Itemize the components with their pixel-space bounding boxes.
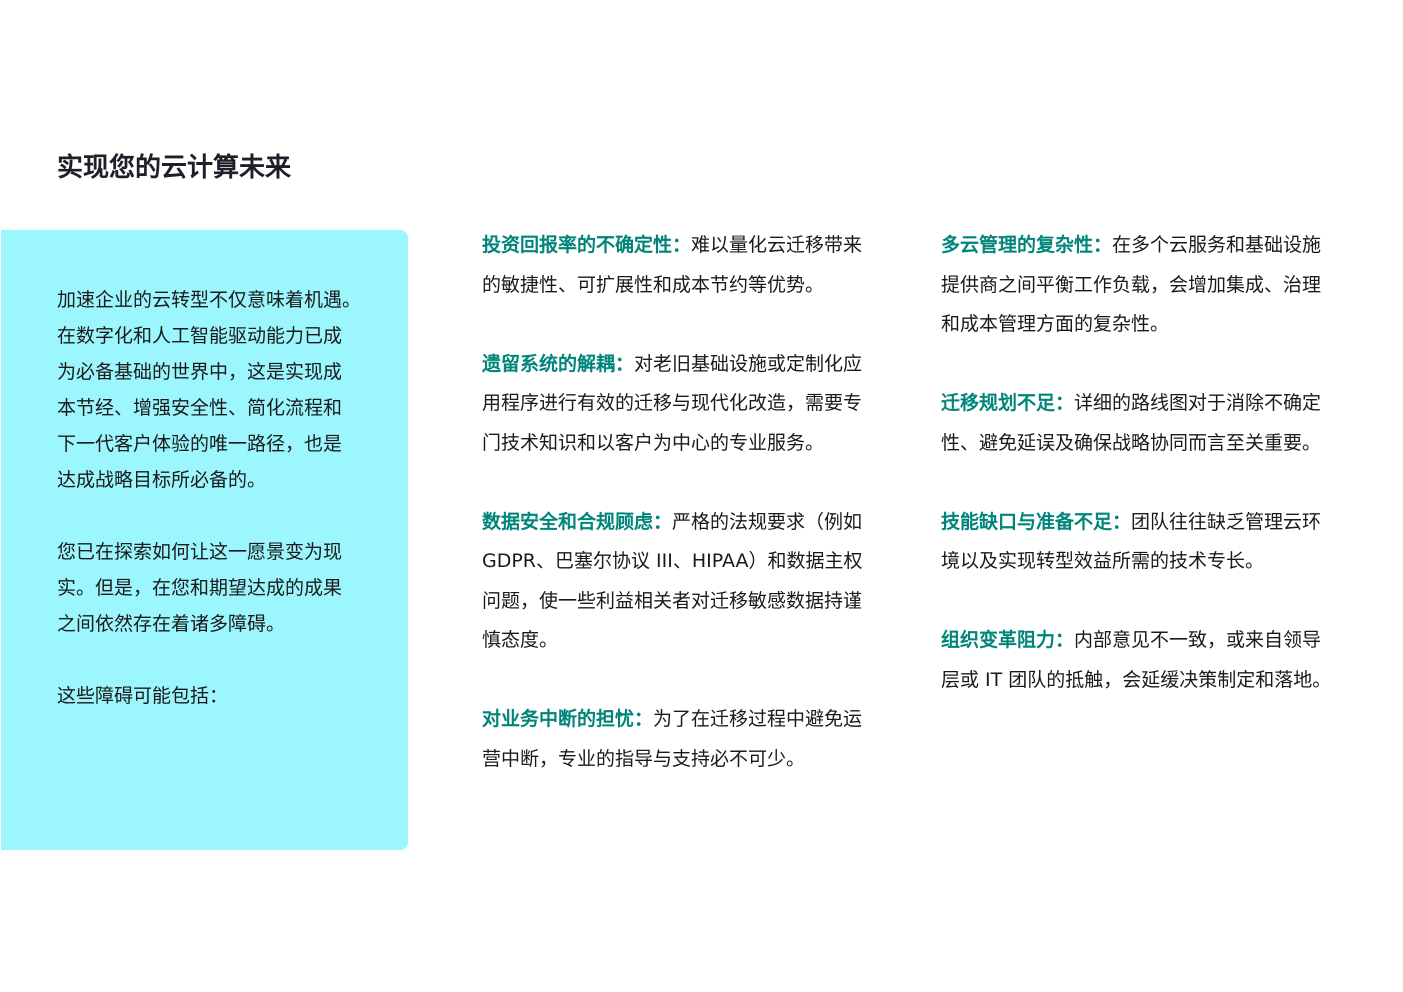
challenge-heading: 迁移规划不足： <box>941 392 1075 414</box>
challenge-line: 境以及实现转型效益所需的技术专长。 <box>941 542 1351 582</box>
challenge-item: 投资回报率的不确定性：难以量化云迁移带来的敏捷性、可扩展性和成本节约等优势。 <box>482 226 892 305</box>
challenge-heading: 遗留系统的解耦： <box>482 352 635 375</box>
challenge-text: 详细的路线图对于消除不确定 <box>1074 392 1322 414</box>
challenge-text: 提供商之间平衡工作负载，会增加集成、治理 <box>941 273 1322 296</box>
challenge-text: GDPR、巴塞尔协议 III、HIPAA）和数据主权 <box>482 550 863 572</box>
challenge-heading: 对业务中断的担忧： <box>482 708 654 730</box>
challenges-column-2: 多云管理的复杂性：在多个云服务和基础设施提供商之间平衡工作负载，会增加集成、治理… <box>941 226 1351 740</box>
challenge-line: 营中断，专业的指导与支持必不可少。 <box>482 740 892 780</box>
challenge-heading: 数据安全和合规顾虑： <box>482 510 673 533</box>
challenge-line: 和成本管理方面的复杂性。 <box>941 305 1351 345</box>
intro-paragraph-1: 加速企业的云转型不仅意味着机遇。在数字化和人工智能驱动能力已成为必备基础的世界中… <box>57 282 361 498</box>
intro-line: 本节经、增强安全性、简化流程和 <box>57 397 343 419</box>
challenge-line: 慎态度。 <box>482 621 892 661</box>
challenge-line: 投资回报率的不确定性：难以量化云迁移带来 <box>482 226 892 266</box>
intro-line: 为必备基础的世界中，这是实现成 <box>57 361 343 383</box>
intro-paragraph-2: 您已在探索如何让这一愿景变为现实。但是，在您和期望达成的成果之间依然存在着诸多障… <box>57 534 342 642</box>
challenge-line: 性、避免延误及确保战略协同而言至关重要。 <box>941 424 1351 464</box>
challenge-line: 层或 IT 团队的抵触，会延缓决策制定和落地。 <box>941 661 1351 701</box>
challenge-item: 迁移规划不足：详细的路线图对于消除不确定性、避免延误及确保战略协同而言至关重要。 <box>941 384 1351 463</box>
challenge-text: 的敏捷性、可扩展性和成本节约等优势。 <box>482 273 825 296</box>
challenge-line: 门技术知识和以客户为中心的专业服务。 <box>482 424 892 464</box>
challenge-item: 技能缺口与准备不足：团队往往缺乏管理云环境以及实现转型效益所需的技术专长。 <box>941 503 1351 582</box>
intro-line: 下一代客户体验的唯一路径，也是 <box>57 433 343 455</box>
challenge-line: 的敏捷性、可扩展性和成本节约等优势。 <box>482 266 892 306</box>
challenge-item: 对业务中断的担忧：为了在迁移过程中避免运营中断，专业的指导与支持必不可少。 <box>482 700 892 779</box>
challenge-text: 性、避免延误及确保战略协同而言至关重要。 <box>941 431 1322 454</box>
intro-line: 在数字化和人工智能驱动能力已成 <box>57 325 343 347</box>
challenge-line: 多云管理的复杂性：在多个云服务和基础设施 <box>941 226 1351 266</box>
challenge-heading: 多云管理的复杂性： <box>941 234 1113 256</box>
challenge-line: GDPR、巴塞尔协议 III、HIPAA）和数据主权 <box>482 542 892 582</box>
challenge-text: 慎态度。 <box>482 629 559 651</box>
challenge-line: 问题，使一些利益相关者对迁移敏感数据持谨 <box>482 582 892 622</box>
challenge-text: 内部意见不一致，或来自领导 <box>1074 629 1322 651</box>
challenge-text: 对老旧基础设施或定制化应 <box>634 352 863 375</box>
challenge-text: 门技术知识和以客户为中心的专业服务。 <box>482 431 825 454</box>
challenge-line: 遗留系统的解耦：对老旧基础设施或定制化应 <box>482 345 892 385</box>
intro-line: 您已在探索如何让这一愿景变为现 <box>57 541 343 563</box>
challenge-heading: 组织变革阻力： <box>941 629 1075 651</box>
challenge-text: 在多个云服务和基础设施 <box>1112 234 1322 256</box>
page-title: 实现您的云计算未来 <box>57 153 292 183</box>
intro-paragraph-3: 这些障碍可能包括： <box>57 678 228 714</box>
challenge-item: 组织变革阻力：内部意见不一致，或来自领导层或 IT 团队的抵触，会延缓决策制定和… <box>941 621 1351 700</box>
challenge-text: 层或 IT 团队的抵触，会延缓决策制定和落地。 <box>941 668 1332 691</box>
challenge-line: 提供商之间平衡工作负载，会增加集成、治理 <box>941 266 1351 306</box>
challenge-line: 数据安全和合规顾虑：严格的法规要求（例如 <box>482 503 892 543</box>
challenge-text: 为了在迁移过程中避免运 <box>653 708 863 730</box>
challenge-text: 团队往往缺乏管理云环 <box>1131 510 1322 533</box>
challenge-text: 用程序进行有效的迁移与现代化改造，需要专 <box>482 392 863 414</box>
intro-line: 加速企业的云转型不仅意味着机遇。 <box>57 289 362 311</box>
challenge-item: 遗留系统的解耦：对老旧基础设施或定制化应用程序进行有效的迁移与现代化改造，需要专… <box>482 345 892 464</box>
challenge-line: 组织变革阻力：内部意见不一致，或来自领导 <box>941 621 1351 661</box>
challenge-item: 多云管理的复杂性：在多个云服务和基础设施提供商之间平衡工作负载，会增加集成、治理… <box>941 226 1351 345</box>
challenge-line: 迁移规划不足：详细的路线图对于消除不确定 <box>941 384 1351 424</box>
challenge-text: 和成本管理方面的复杂性。 <box>941 313 1170 335</box>
challenge-line: 技能缺口与准备不足：团队往往缺乏管理云环 <box>941 503 1351 543</box>
challenge-text: 境以及实现转型效益所需的技术专长。 <box>941 550 1265 572</box>
challenges-column-1: 投资回报率的不确定性：难以量化云迁移带来的敏捷性、可扩展性和成本节约等优势。遗留… <box>482 226 892 819</box>
challenge-text: 难以量化云迁移带来 <box>691 234 863 256</box>
challenge-heading: 投资回报率的不确定性： <box>482 234 692 256</box>
intro-line: 之间依然存在着诸多障碍。 <box>57 613 286 635</box>
intro-line: 达成战略目标所必备的。 <box>57 469 267 491</box>
intro-panel <box>1 230 408 850</box>
challenge-item: 数据安全和合规顾虑：严格的法规要求（例如 GDPR、巴塞尔协议 III、HIPAA… <box>482 503 892 661</box>
challenge-line: 对业务中断的担忧：为了在迁移过程中避免运 <box>482 700 892 740</box>
challenge-text: 严格的法规要求（例如 <box>672 510 863 533</box>
intro-line: 这些障碍可能包括： <box>57 685 229 707</box>
challenge-heading: 技能缺口与准备不足： <box>941 510 1132 533</box>
intro-line: 实。但是，在您和期望达成的成果 <box>57 577 343 599</box>
challenge-text: 营中断，专业的指导与支持必不可少。 <box>482 747 806 770</box>
challenge-text: 问题，使一些利益相关者对迁移敏感数据持谨 <box>482 589 863 612</box>
challenge-line: 用程序进行有效的迁移与现代化改造，需要专 <box>482 384 892 424</box>
